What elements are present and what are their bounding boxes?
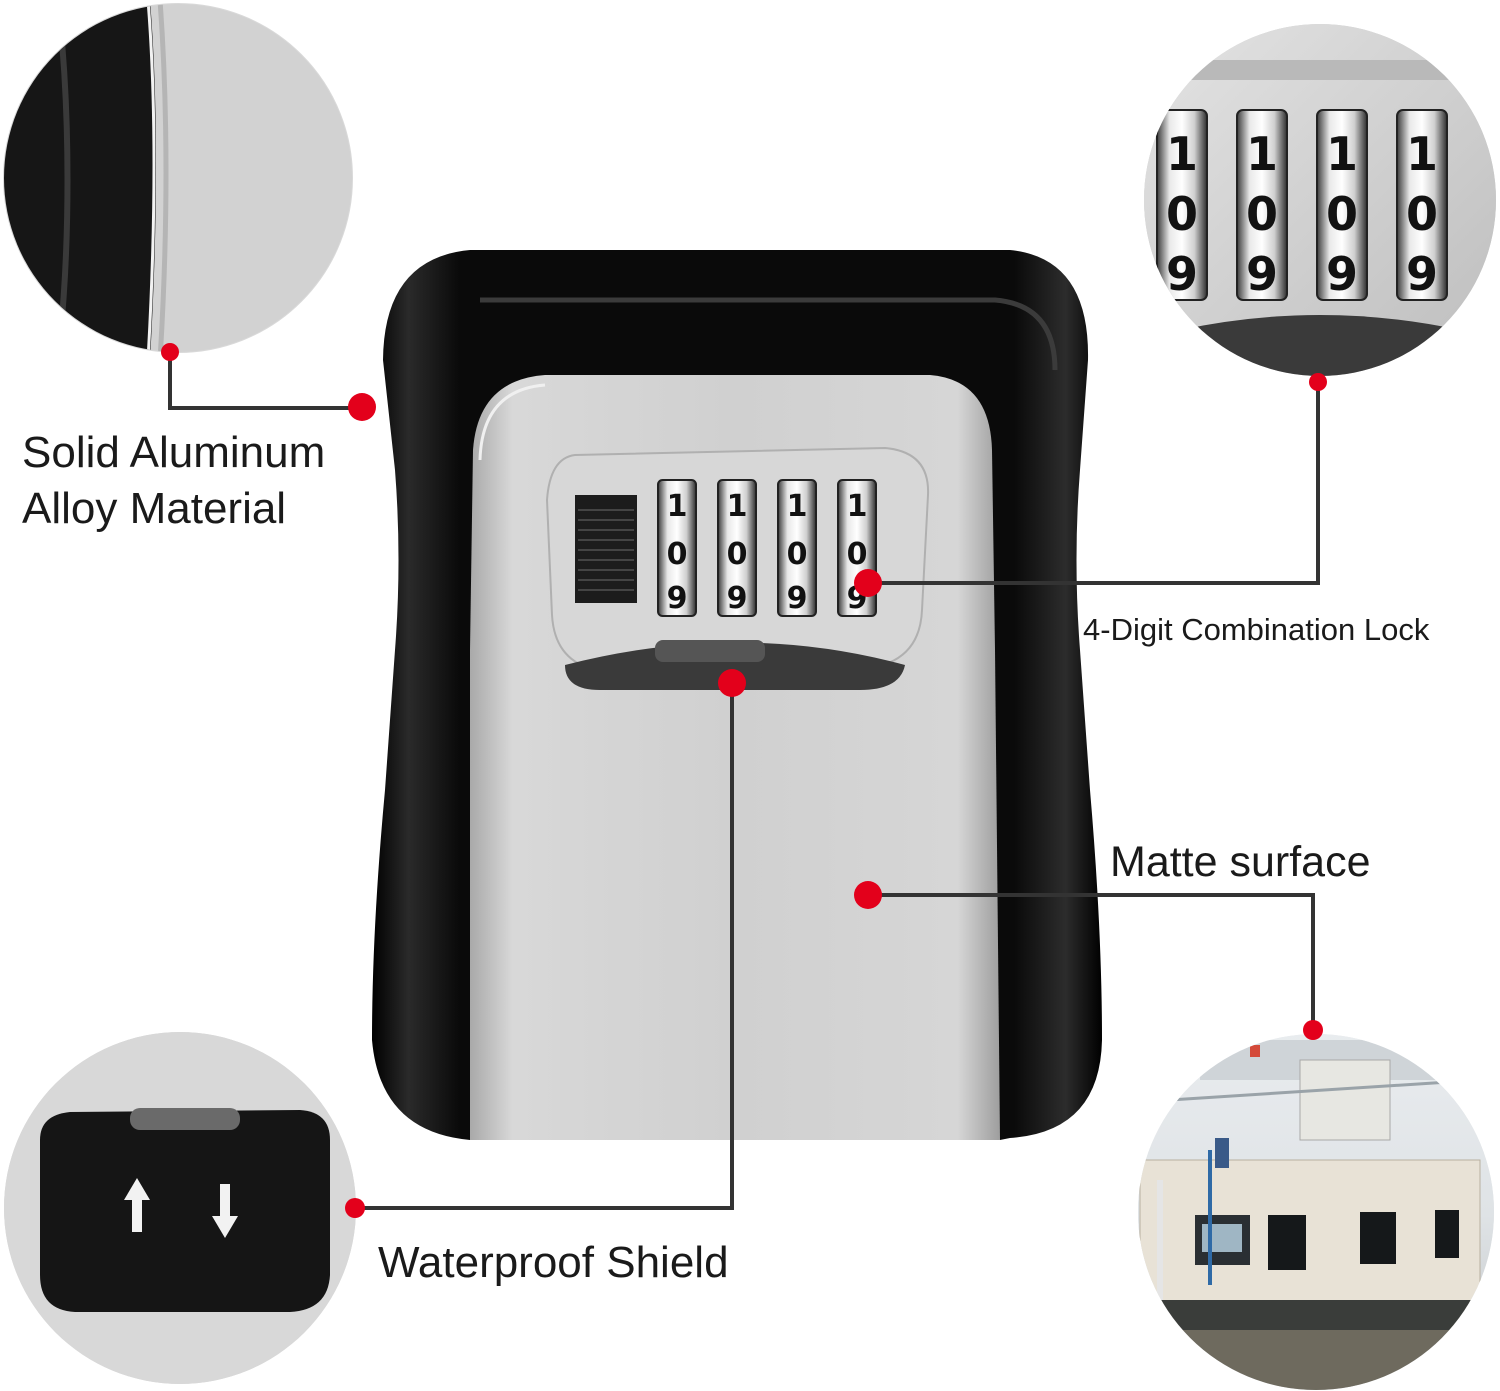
dial-digit: 1 <box>727 489 748 524</box>
dial-digit: 1 <box>667 489 688 524</box>
dial-wheel: 1 0 9 <box>1156 109 1208 301</box>
alloy-label-line2: Alloy Material <box>22 484 287 533</box>
combination-lock-label: 4-Digit Combination Lock <box>1083 612 1430 647</box>
dial-digit: 1 <box>1166 127 1198 181</box>
dial-wheel: 1 0 9 <box>777 479 817 617</box>
marker-dot <box>854 569 882 597</box>
dial-digit: 0 <box>727 537 748 572</box>
marker-dot <box>718 669 746 697</box>
dial-digit: 0 <box>1326 187 1358 241</box>
dial-wheel: 1 0 9 <box>1316 109 1368 301</box>
dial-digit: 0 <box>787 537 808 572</box>
dial-digit: 9 <box>667 581 688 616</box>
shield-detail-circle <box>4 1032 356 1384</box>
dial-digit: 1 <box>1246 127 1278 181</box>
marker-dot <box>161 343 179 361</box>
dial-digit: 1 <box>1326 127 1358 181</box>
marker-dot <box>854 881 882 909</box>
shell-edge-detail-circle <box>3 3 353 353</box>
dial-wheel: 1 0 9 <box>717 479 757 617</box>
waterproof-shield-label: Waterproof Shield <box>378 1238 729 1287</box>
marker-dot <box>1309 373 1327 391</box>
dial-digit: 0 <box>667 537 688 572</box>
dial-wheel: 1 0 9 <box>1396 109 1448 301</box>
dial-digit: 1 <box>787 489 808 524</box>
alloy-label-line1: Solid Aluminum <box>22 428 326 477</box>
marker-dot <box>348 393 376 421</box>
dial-digit: 9 <box>787 581 808 616</box>
dial-digit: 9 <box>1406 247 1438 301</box>
marker-dots <box>161 343 1327 1218</box>
dial-digit: 0 <box>847 537 868 572</box>
dial-digit: 9 <box>1166 247 1198 301</box>
marker-dot <box>345 1198 365 1218</box>
leader-lines <box>168 352 1320 1210</box>
dial-digit: 9 <box>1246 247 1278 301</box>
matte-surface-label: Matte surface <box>1110 838 1371 886</box>
dial-digit: 9 <box>727 581 748 616</box>
factory-detail-circle <box>1138 1034 1494 1390</box>
dial-digit: 1 <box>1406 127 1438 181</box>
dial-wheel: 1 0 9 <box>1236 109 1288 301</box>
dial-digit: 1 <box>847 489 868 524</box>
alloy-material-label: Solid Aluminum Alloy Material <box>22 425 325 537</box>
dial-digit: 0 <box>1246 187 1278 241</box>
arrow-down-icon <box>212 1184 238 1238</box>
dial-digit: 0 <box>1406 187 1438 241</box>
dial-wheel: 1 0 9 <box>657 479 697 617</box>
dial-digit: 0 <box>1166 187 1198 241</box>
marker-dot <box>1303 1020 1323 1040</box>
dial-digit: 9 <box>1326 247 1358 301</box>
arrow-up-icon <box>124 1178 150 1232</box>
